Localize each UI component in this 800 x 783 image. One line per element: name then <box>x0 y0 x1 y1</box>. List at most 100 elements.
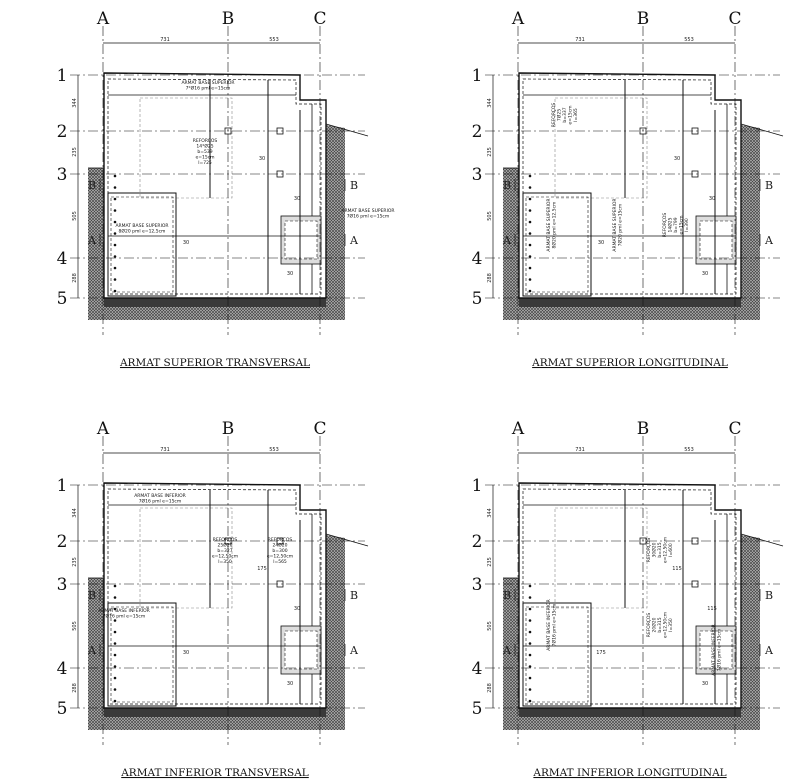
dimension-label: 553 <box>684 447 694 453</box>
small-dimension-label: 30 <box>183 650 189 656</box>
rebar-dot <box>528 653 532 657</box>
rebar-note-line: e=12,50cm <box>212 554 238 560</box>
rebar-note-line: 8Ø20 pml e=12,5cm <box>551 202 558 249</box>
dimension-label: 235 <box>72 557 78 567</box>
grid-column-label: C <box>728 9 741 29</box>
rebar-note-line: ARMAT BASE SUPERIOR <box>612 198 618 251</box>
rebar-dot <box>113 699 117 703</box>
section-mark-right: A <box>764 644 774 657</box>
dimension-label: 344 <box>487 98 493 108</box>
rebar-dot <box>113 642 117 645</box>
panel-title: ARMAT SUPERIOR TRANSVERSAL <box>119 357 310 369</box>
rebar-note-line: 7Ø25 <box>556 109 563 121</box>
rebar-note-line: l=350 <box>668 618 674 632</box>
section-mark-left: B <box>88 589 96 602</box>
reinforcement-box-inner <box>110 606 174 703</box>
base-slab-floor <box>519 298 741 307</box>
grid-column-label: A <box>96 9 110 29</box>
pit-box-inner <box>699 630 733 670</box>
reinforcement-box-inner <box>525 606 589 703</box>
panel-title: ARMAT INFERIOR LONGITUDINAL <box>532 767 726 779</box>
dimension-label: 505 <box>72 211 78 221</box>
rebar-note-line: l=600 <box>668 543 674 557</box>
reinforcement-zone <box>554 507 648 609</box>
rebar-note-line: e=15cm <box>679 215 685 234</box>
rebar-note-line: 7Ø16 pml e=15cm <box>347 213 390 220</box>
rebar-dot <box>528 289 532 293</box>
rebar-note-line: 20Ø20 <box>651 617 658 632</box>
dimension-label: 505 <box>487 211 493 221</box>
grid-row-label: 2 <box>472 532 483 552</box>
rebar-dot <box>528 596 532 599</box>
rebar-note: REFORÇOS7Ø25b=337e=15cml=365 <box>551 103 579 128</box>
rebar-note-line: REFORÇOS <box>193 138 218 144</box>
grid-row-label: 1 <box>472 66 483 86</box>
rebar-dot <box>528 174 532 178</box>
rebar-dot <box>113 665 117 668</box>
rebar-dot <box>528 197 532 201</box>
small-dimension-label: 30 <box>598 240 604 246</box>
panel-title: ARMAT INFERIOR TRANSVERSAL <box>120 767 309 779</box>
rebar-note: ARMAT BASE SUPERIOR7Ø20 pml e=15cm <box>612 198 624 251</box>
grid-row-label: 2 <box>57 122 68 142</box>
rebar-dot <box>113 619 117 622</box>
rebar-note-line: REFORÇOS <box>662 213 668 238</box>
rebar-dot <box>113 209 117 212</box>
grid-column-label: A <box>96 419 110 439</box>
dimension-label: 235 <box>72 147 78 157</box>
rebar-note-line: 14Ø25 <box>667 217 674 232</box>
rebar-note-line: l=365 <box>573 108 579 122</box>
section-mark-left: B <box>503 589 511 602</box>
dimension-label: 235 <box>487 557 493 567</box>
rebar-note: ARMAT BASE INFERIOR7Ø16 pml e=15cm <box>711 624 723 676</box>
rebar-note-line: REFORÇOS <box>646 538 652 563</box>
rebar-dot <box>528 243 532 247</box>
rebar-note-line: e=12,50cm <box>663 537 669 563</box>
grid-row-label: 5 <box>472 699 483 719</box>
terrain-slope-line <box>325 533 369 547</box>
grid-column-label: B <box>637 9 650 29</box>
small-dimension-label: 30 <box>702 271 708 277</box>
rebar-note-line: 8Ø20 pml e=12,5cm <box>119 228 166 235</box>
section-mark-left: A <box>502 644 512 657</box>
rebar-note-line: 7*Ø16 pml e=15cm <box>186 85 231 92</box>
reinforcement-zone <box>139 97 233 199</box>
rebar-dot <box>113 278 117 281</box>
dimension-label: 344 <box>72 508 78 518</box>
dimension-label: 553 <box>269 447 279 453</box>
rebar-note-line: ARMAT BASE SUPERIOR <box>115 223 168 229</box>
dimension-label: 553 <box>269 37 279 43</box>
rebar-note-line: ARMAT BASE SUPERIOR <box>181 80 234 86</box>
small-dimension-label: 30 <box>287 681 293 687</box>
terrain-slope-line <box>740 533 784 547</box>
dimension-label: 344 <box>72 98 78 108</box>
rebar-dot <box>113 676 117 680</box>
rebar-note-line: ARMAT BASE INFERIOR <box>134 493 186 499</box>
grid-row-label: 5 <box>472 289 483 309</box>
reinforcement-box <box>522 602 592 707</box>
rebar-dot <box>113 197 117 201</box>
rebar-dot <box>113 186 117 189</box>
grid-column-label: B <box>222 9 235 29</box>
grid-row-label: 4 <box>472 659 483 679</box>
rebar-dot <box>528 665 532 668</box>
rebar-note-line: ARMAT BASE INFERIOR <box>98 608 150 614</box>
grid-row-label: 4 <box>472 249 483 269</box>
rebar-dot <box>528 220 532 224</box>
grid-row-label: 5 <box>57 289 68 309</box>
reinforcement-box <box>107 192 177 297</box>
rebar-note: REFORÇOS14Ø25b=799e=15cml=390 <box>662 213 690 238</box>
grid-column-label: B <box>637 419 650 439</box>
small-dimension-label: 30 <box>709 196 715 202</box>
rebar-note-line: REFORÇOS <box>646 613 652 638</box>
dimension-label: 288 <box>487 273 493 283</box>
grid-row-label: 2 <box>472 122 483 142</box>
rebar-dot <box>528 619 532 622</box>
